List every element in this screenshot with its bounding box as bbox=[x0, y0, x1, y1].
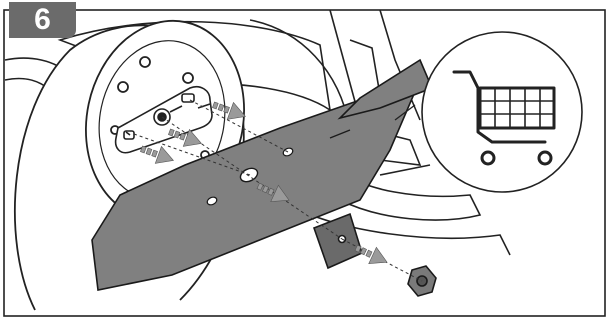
step-number: 6 bbox=[34, 5, 51, 35]
shopping-cart-callout bbox=[395, 32, 582, 192]
step-number-badge: 6 bbox=[9, 2, 76, 38]
